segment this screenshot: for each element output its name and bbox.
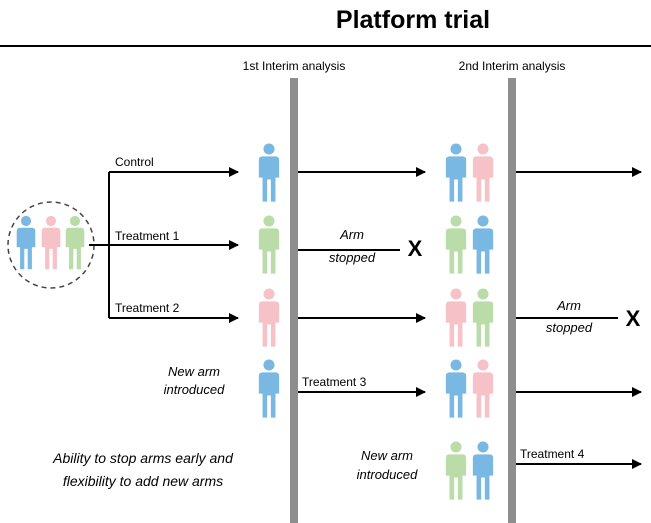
treatment-1-person-green-icon — [258, 215, 280, 274]
treatment-3-2-person-pink-icon — [472, 359, 494, 418]
treatment-2-person-pink-icon — [258, 288, 280, 347]
second-interim-label: 2nd Interim analysis — [459, 59, 566, 73]
footnote-line1: Ability to stop arms early and — [52, 450, 234, 466]
control-2-person-pink-icon — [472, 143, 494, 202]
stop-x-mark-1: X — [408, 236, 423, 261]
treatment-2-2-person-pink-icon — [445, 288, 467, 347]
treatment-1-label: Treatment 1 — [115, 229, 180, 243]
pool-person-green-icon — [65, 215, 85, 270]
footnote-line2: flexibility to add new arms — [63, 473, 223, 489]
arm-stopped-2-text-line2: stopped — [546, 320, 593, 335]
treatment-4-label: Treatment 4 — [520, 447, 585, 461]
stop-x-mark-2: X — [626, 306, 641, 331]
pool-person-blue-icon — [16, 215, 36, 270]
treatment-3-label: Treatment 3 — [302, 375, 367, 389]
treatment-3-2-person-blue-icon — [445, 359, 467, 418]
treatment-3-person-blue-icon — [258, 359, 280, 418]
arm-stopped-1-text-line1: Arm — [339, 227, 364, 242]
first-interim-label: 1st Interim analysis — [243, 59, 346, 73]
control-2-person-blue-icon — [445, 143, 467, 202]
second-interim-bar — [508, 78, 516, 523]
treatment-2-2-person-green-icon — [472, 288, 494, 347]
treatment-4-person-green-icon — [445, 441, 467, 500]
new-arm-1-text-line2: introduced — [164, 382, 225, 397]
new-arm-2-text-line1: New arm — [361, 448, 413, 463]
diagram-title: Platform trial — [336, 6, 490, 34]
treatment-4-person-blue-icon — [472, 441, 494, 500]
arm-stopped-2-text-line1: Arm — [556, 298, 581, 313]
control-label: Control — [115, 155, 154, 169]
first-interim-bar — [290, 78, 298, 523]
arm-stopped-1-text-line2: stopped — [329, 250, 376, 265]
pool-person-pink-icon — [41, 215, 61, 270]
new-arm-1-text-line1: New arm — [168, 364, 220, 379]
treatment-1-2-person-green-icon — [445, 215, 467, 274]
new-arm-2-text-line2: introduced — [357, 467, 418, 482]
treatment-1-2-person-blue-icon — [472, 215, 494, 274]
control-person-blue-icon — [258, 143, 280, 202]
treatment-2-label: Treatment 2 — [115, 301, 180, 315]
